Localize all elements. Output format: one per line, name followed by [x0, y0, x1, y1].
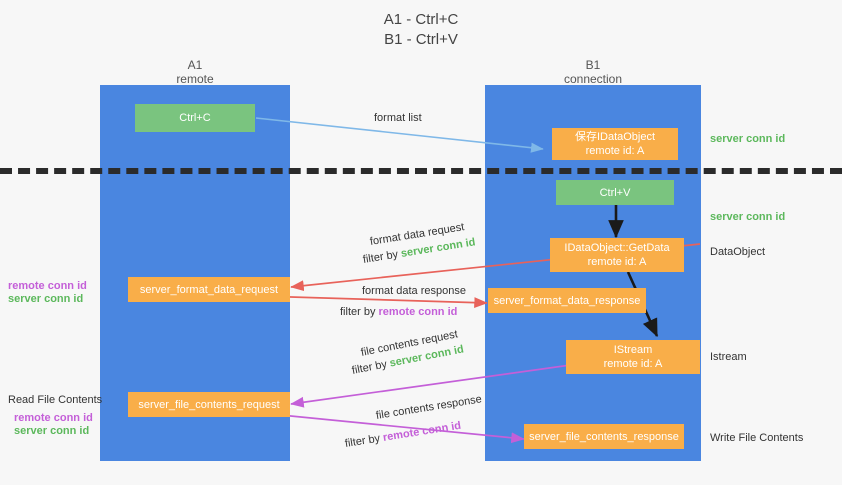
label-file-contents-response: file contents response — [375, 393, 483, 422]
filter-prefix-1: filter by — [362, 248, 402, 266]
lane-header-a1: A1 remote — [100, 58, 290, 86]
title-line-1: A1 - Ctrl+C — [383, 11, 459, 28]
title-line-2: B1 - Ctrl+V — [384, 31, 458, 48]
box-istream-line2: remote id: A — [603, 358, 663, 370]
label-left-remote-conn-id-1: remote conn id — [8, 280, 87, 292]
box-server-file-contents-response-label: server_file_contents_response — [529, 430, 679, 443]
box-ctrl-v-label: Ctrl+V — [599, 186, 631, 199]
label-format-list: format list — [374, 112, 422, 124]
lane-b1-role: connection — [563, 72, 623, 86]
box-server-format-data-request-label: server_format_data_request — [139, 283, 279, 296]
label-right-server-conn-id-mid: server conn id — [710, 211, 786, 223]
label-left-remote-conn-id-2: remote conn id — [14, 412, 93, 424]
label-left-read-file-contents: Read File Contents — [8, 394, 103, 406]
lane-b1-name: B1 — [585, 58, 601, 72]
box-server-file-contents-request[interactable]: server_file_contents_request — [128, 392, 290, 417]
label-left-server-conn-id-1: server conn id — [8, 293, 84, 305]
box-save-idataobject-line1: 保存IDataObject — [574, 131, 656, 143]
box-istream[interactable]: IStream remote id: A — [566, 340, 700, 374]
label-right-dataobject: DataObject — [710, 246, 766, 258]
phase-divider — [0, 168, 842, 174]
box-ctrl-c-label: Ctrl+C — [179, 112, 211, 124]
label-left-server-conn-id-2: server conn id — [14, 425, 90, 437]
box-save-idataobject[interactable]: 保存IDataObject remote id: A — [552, 128, 678, 160]
box-server-format-data-response[interactable]: server_format_data_response — [488, 288, 646, 313]
filter-value-remote-conn-id-1: remote conn id — [378, 306, 458, 318]
lane-a1-name: A1 — [187, 58, 203, 72]
label-right-server-conn-id-top: server conn id — [710, 133, 786, 145]
box-server-file-contents-response[interactable]: server_file_contents_response — [524, 424, 684, 449]
label-format-data-response: format data response — [362, 285, 466, 297]
box-server-format-data-request[interactable]: server_format_data_request — [128, 277, 290, 302]
box-server-format-data-response-label: server_format_data_response — [493, 294, 641, 307]
label-right-istream: Istream — [710, 351, 747, 363]
box-server-file-contents-request-label: server_file_contents_request — [138, 398, 280, 411]
filter-prefix-4: filter by — [344, 432, 384, 450]
filter-prefix-2: filter by — [340, 306, 379, 318]
box-getdata-line1: IDataObject::GetData — [564, 242, 670, 254]
label-right-write-file-contents: Write File Contents — [710, 432, 804, 444]
box-save-idataobject-line2: remote id: A — [585, 145, 645, 157]
diagram-title: A1 - Ctrl+C B1 - Ctrl+V — [0, 10, 842, 50]
box-ctrl-c[interactable]: Ctrl+C — [135, 104, 255, 132]
label-format-data-response-filter: filter by remote conn id — [340, 305, 457, 319]
box-getdata[interactable]: IDataObject::GetData remote id: A — [550, 238, 684, 272]
lane-header-b1: B1 connection — [485, 58, 701, 86]
box-istream-line1: IStream — [613, 344, 653, 356]
label-file-contents-response-filter: filter by remote conn id — [344, 419, 462, 451]
box-ctrl-v[interactable]: Ctrl+V — [556, 180, 674, 205]
filter-prefix-3: filter by — [350, 357, 391, 377]
filter-value-remote-conn-id-2: remote conn id — [382, 419, 462, 444]
lane-a1-role: remote — [176, 72, 214, 86]
box-getdata-line2: remote id: A — [587, 256, 647, 268]
